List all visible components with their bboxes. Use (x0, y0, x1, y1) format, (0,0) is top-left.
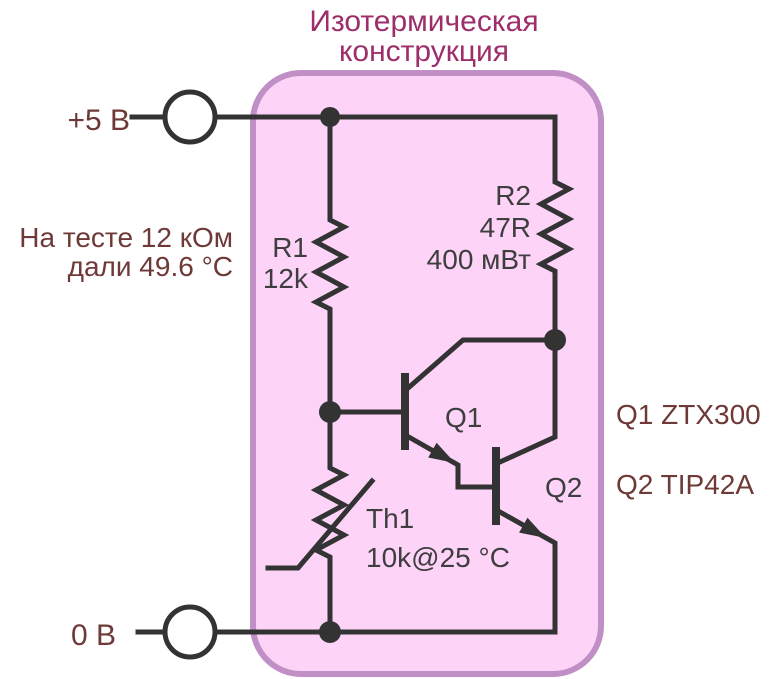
thermistor-strike-icon (265, 477, 376, 571)
wire-q2-collector (496, 337, 558, 466)
resistor-r2 (535, 114, 575, 343)
q2-ref-label: Q2 (545, 472, 582, 503)
test-note-line2: дали 49.6 °C (68, 251, 233, 282)
q1-emitter-arrow-icon (428, 442, 455, 463)
resistor-r1 (310, 114, 350, 415)
th1-value-label: 10k@25 °C (366, 542, 510, 573)
r1-ref-label: R1 (272, 232, 308, 263)
q2-emitter-arrow-icon (519, 517, 546, 538)
junction-dot-base (319, 401, 341, 423)
q1-ref-label: Q1 (445, 402, 482, 433)
thermistor-th1 (310, 409, 350, 635)
label-gnd: 0 В (71, 619, 116, 652)
junction-dot-top (320, 107, 340, 127)
test-note-line1: На тесте 12 кОм (19, 222, 233, 253)
junction-dot-bottom (319, 621, 341, 643)
th1-ref-label: Th1 (366, 503, 414, 534)
q1-base-bar (401, 373, 409, 450)
terminal-plus5-icon (162, 89, 218, 145)
q2-part-label: Q2 TIP42A (616, 469, 754, 500)
title-line1: Изотермическая (309, 5, 538, 38)
q2-base-bar (492, 447, 500, 525)
r1-value-label: 12k (263, 263, 309, 294)
title-line2: конструкция (339, 35, 509, 68)
wire-q1-collector (403, 337, 558, 393)
label-plus5: +5 В (67, 104, 130, 137)
terminal-gnd-icon (162, 604, 218, 660)
q1-part-label: Q1 ZTX300 (616, 399, 761, 430)
junction-dot-r2 (544, 329, 566, 351)
wire-q2-emitter (496, 508, 558, 635)
r2-power-label: 400 мВт (427, 244, 531, 275)
r2-value-label: 47R (480, 212, 531, 243)
r2-ref-label: R2 (495, 180, 531, 211)
